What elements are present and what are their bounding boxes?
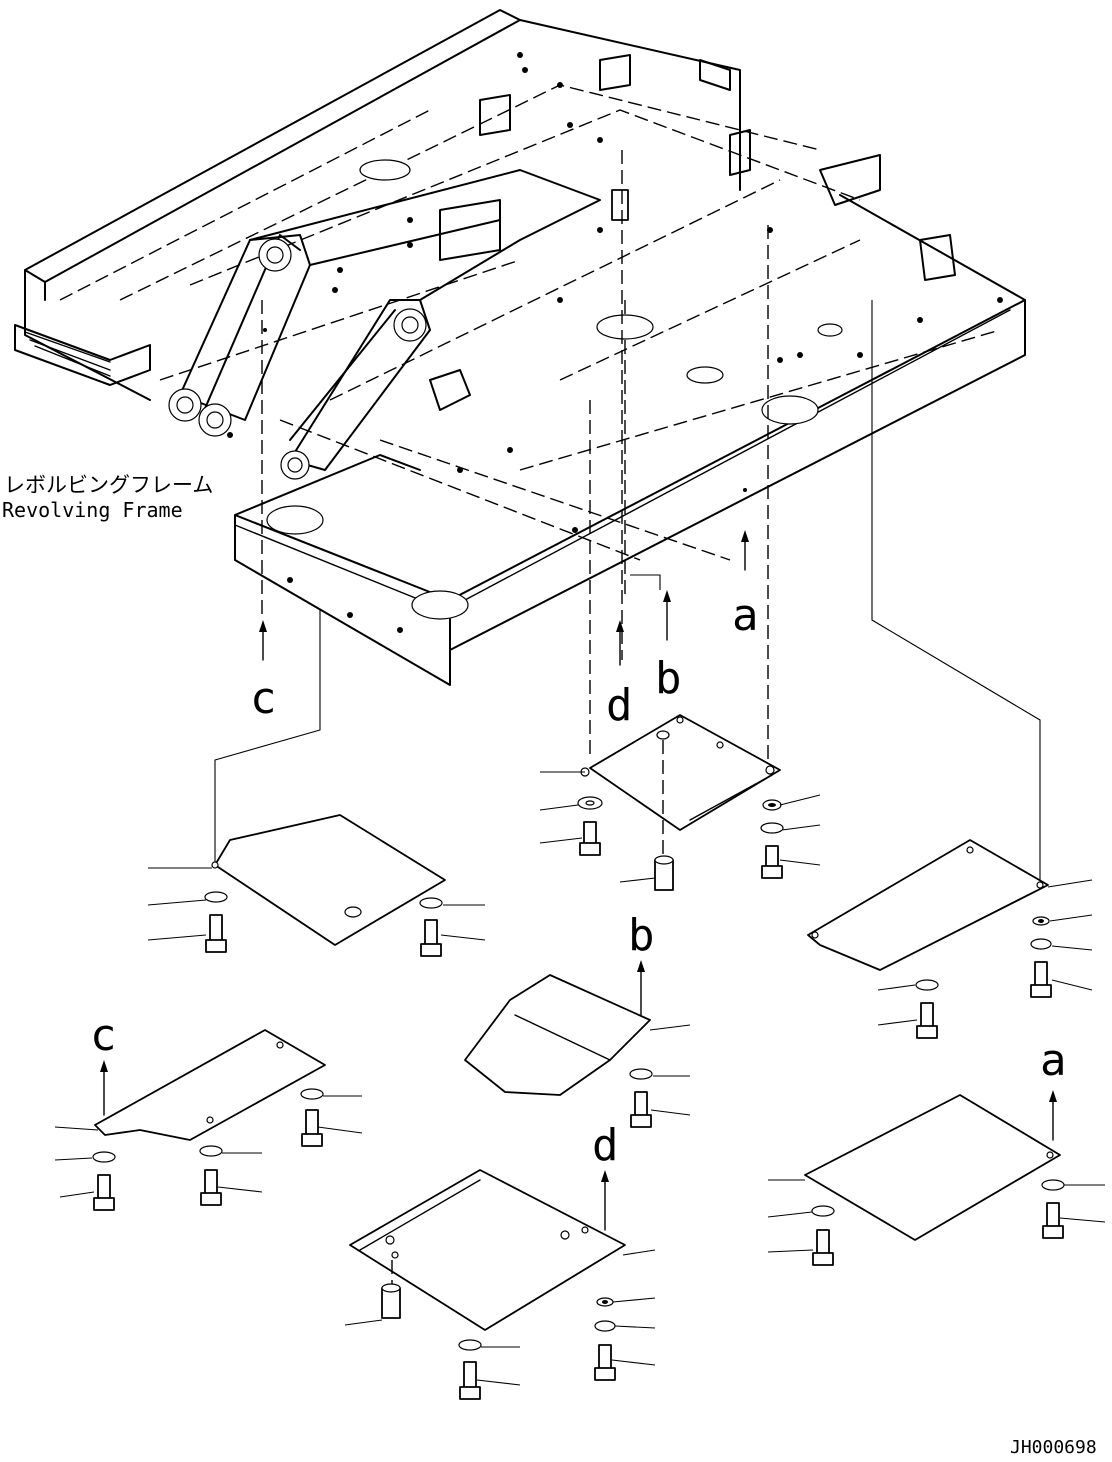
cover-plate-left xyxy=(211,814,446,946)
callout-arrows xyxy=(100,530,1057,1231)
callout-c-upper: c xyxy=(250,673,277,724)
cover-plate-right xyxy=(807,839,1049,971)
callout-c-lower: c xyxy=(90,1010,117,1061)
drawing-code: JH000698 xyxy=(1010,1437,1097,1458)
frame-label-english: Revolving Frame xyxy=(2,498,183,522)
callout-a-lower: a xyxy=(1040,1035,1067,1086)
callout-a-upper: a xyxy=(732,590,759,641)
cover-plate-lower-left xyxy=(94,1029,326,1141)
fasteners xyxy=(92,796,1065,1400)
cover-plate-lower-right xyxy=(804,1094,1061,1241)
callout-b-upper: b xyxy=(655,653,682,704)
callout-b-middle: b xyxy=(628,910,655,961)
cover-plate-lower-center xyxy=(349,1169,626,1331)
revolving-frame xyxy=(14,9,1026,760)
cover-plate-upper-center xyxy=(580,714,781,860)
cover-plate-middle xyxy=(464,974,651,1096)
callout-d-upper: d xyxy=(606,680,633,731)
part-leader-lines xyxy=(54,771,1106,1386)
reference-lines xyxy=(214,150,1041,885)
callout-d-lower: d xyxy=(592,1120,619,1171)
frame-label-japanese: レボルビングフレーム xyxy=(4,473,213,497)
